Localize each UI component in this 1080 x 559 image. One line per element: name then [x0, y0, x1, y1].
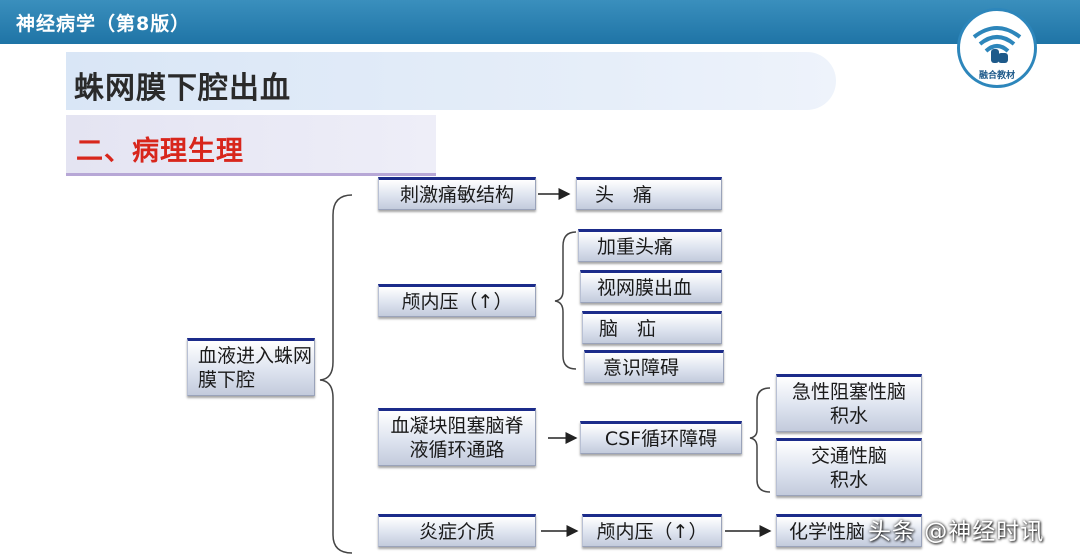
root-node: 血液进入蛛网膜下腔: [187, 338, 315, 396]
cause-intracranial-pressure: 颅内压（↑）: [378, 284, 536, 317]
cause-inflammatory-mediators: 炎症介质: [378, 514, 536, 547]
book-title: 神经病学（第8版）: [16, 13, 191, 35]
slide-title-band: 蛛网膜下腔出血: [66, 52, 836, 110]
effect-acute-hydrocephalus: 急性阻塞性脑积水: [776, 374, 922, 432]
cause-clot-blocking-csf: 血凝块阻塞脑脊液循环通路: [378, 408, 536, 466]
effect-consciousness-disorder: 意识障碍: [584, 350, 724, 383]
main-brace: [319, 194, 353, 554]
hydrocephalus-brace: [749, 387, 771, 493]
effect-retinal-hemorrhage: 视网膜出血: [580, 270, 722, 303]
section-heading: 二、病理生理: [76, 136, 244, 167]
effect-herniation: 脑 疝: [582, 311, 722, 344]
effect-communicating-hydrocephalus: 交通性脑积水: [776, 438, 922, 496]
section-heading-band: 二、病理生理: [66, 115, 436, 176]
watermark: 头条 @神经时讯: [868, 519, 1045, 545]
header-bar: 神经病学（第8版）: [0, 0, 1080, 44]
logo-label: 融合教材: [978, 71, 1015, 81]
cause-pain-structures: 刺激痛敏结构: [378, 177, 536, 210]
effect-worse-headache: 加重头痛: [578, 229, 722, 262]
effect-headache: 头 痛: [576, 177, 722, 210]
slide-title: 蛛网膜下腔出血: [74, 71, 291, 106]
effect-chemical: 化学性脑: [776, 514, 922, 547]
mid-csf-circulation: CSF循环障碍: [580, 421, 742, 454]
mid-intracranial-pressure: 颅内压（↑）: [582, 514, 722, 547]
pressure-brace: [554, 231, 577, 370]
fusion-textbook-logo: 融合教材: [957, 8, 1037, 88]
wifi-hand-icon: [972, 26, 1022, 63]
